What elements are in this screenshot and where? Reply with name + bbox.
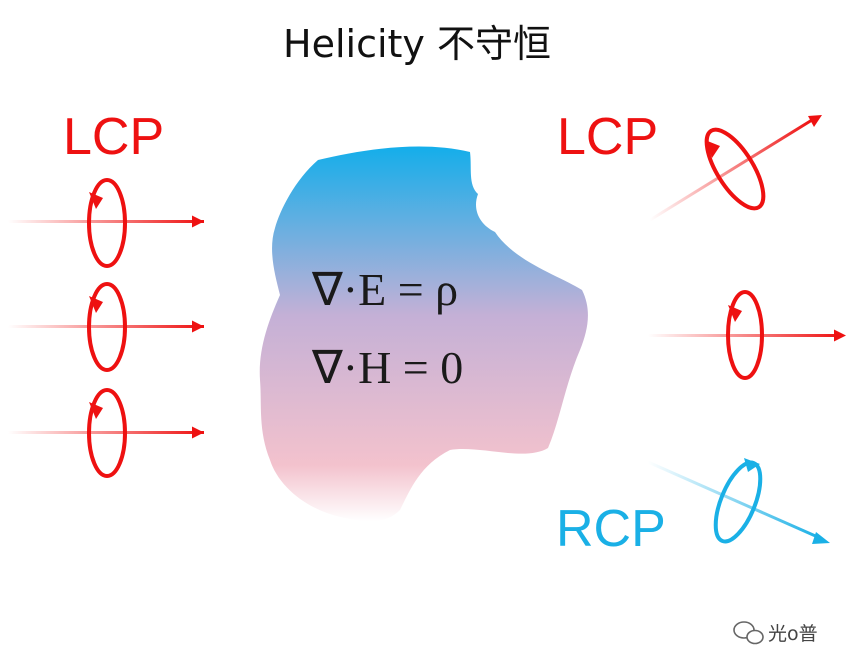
incoming-beam-1 (8, 178, 204, 268)
outgoing-beam-straight (648, 290, 846, 380)
equation-gauss-e: ∇·E = ρ (311, 264, 458, 315)
incoming-beam-2 (8, 282, 204, 372)
wechat-icon (733, 621, 764, 645)
equation-gauss-h: ∇·H = 0 (311, 342, 463, 393)
watermark-text: 光o普 (768, 623, 818, 645)
outgoing-beam-up-right (649, 115, 822, 222)
right-rcp-label: RCP (556, 500, 666, 558)
watermark: 光o普 (733, 621, 818, 645)
incoming-beam-3 (8, 388, 204, 478)
page-title: Helicity 不守恒 (283, 22, 551, 66)
left-lcp-label: LCP (63, 108, 164, 166)
outgoing-beam-down-right (647, 458, 830, 544)
right-lcp-label: LCP (557, 108, 658, 166)
scatterer-blob (259, 146, 588, 522)
